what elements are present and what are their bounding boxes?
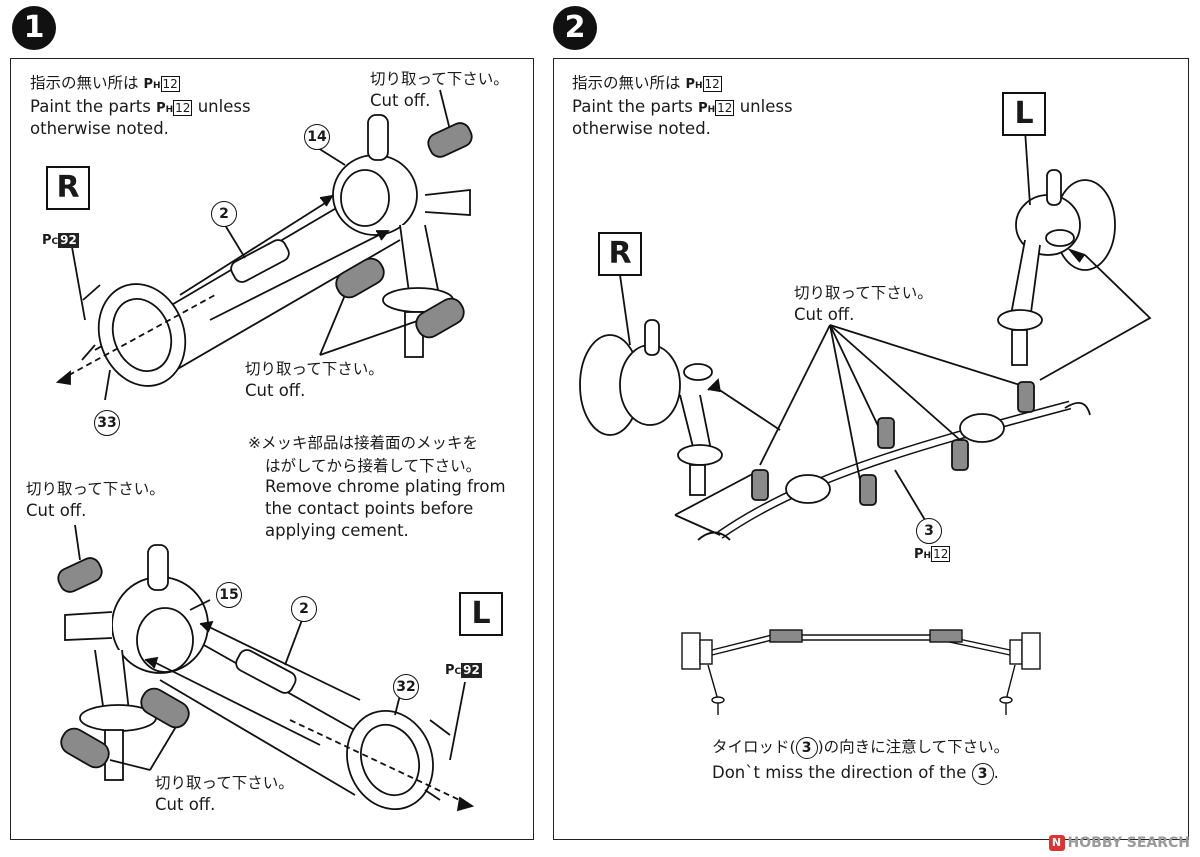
direction-note-jp: タイロッド(3)の向きに注意して下さい。	[712, 736, 1009, 759]
step-1-badge: 1	[12, 6, 56, 50]
step1-cut-top-en: Cut off.	[370, 91, 431, 110]
part-2-upper: 2	[211, 201, 237, 227]
chrome-note-en-1: Remove chrome plating from	[265, 477, 506, 496]
part-3-inline-en: 3	[971, 762, 994, 785]
step2-side-l: L	[1002, 92, 1046, 136]
chrome-note-en-2: the contact points before	[265, 499, 474, 518]
step-2-badge: 2	[553, 6, 597, 50]
step1-cut-left-jp: 切り取って下さい。	[26, 480, 165, 498]
step2-note-en-line3: otherwise noted.	[572, 119, 711, 138]
step2-cut-jp: 切り取って下さい。	[794, 284, 933, 302]
step1-l-assembly	[64, 524, 475, 812]
step1-cut-top-jp: 切り取って下さい。	[370, 70, 509, 88]
part-3-inline-jp: 3	[795, 736, 818, 759]
step1-cut-bottom-en: Cut off.	[155, 795, 216, 814]
part-32: 32	[393, 674, 419, 700]
step1-cut-mid-jp: 切り取って下さい。	[245, 360, 384, 378]
part-33: 33	[94, 410, 120, 436]
chrome-note-jp-1: ※メッキ部品は接着面のメッキを	[248, 434, 478, 452]
step-2-panel	[553, 58, 1189, 840]
watermark-logo: N	[1048, 835, 1065, 851]
chrome-note-en-3: applying cement.	[265, 521, 409, 540]
step1-cut-left-en: Cut off.	[26, 501, 87, 520]
step1-note-en-line3: otherwise noted.	[30, 119, 169, 138]
step-1-panel	[10, 58, 534, 840]
step2-assembly	[579, 129, 1152, 541]
step1-side-r: R	[46, 166, 90, 210]
part-3: 3	[916, 518, 942, 544]
direction-note-en: Don`t miss the direction of the 3.	[712, 762, 999, 785]
step1-cut-mid-en: Cut off.	[245, 381, 306, 400]
step2-cut-en: Cut off.	[794, 305, 855, 324]
part-15: 15	[216, 582, 242, 608]
part-2-lower: 2	[291, 596, 317, 622]
direction-diagram	[681, 629, 1041, 715]
step2-side-r: R	[598, 232, 642, 276]
step1-cut-bottom-jp: 切り取って下さい。	[155, 774, 294, 792]
part-14: 14	[304, 124, 330, 150]
chrome-note-jp-2: はがしてから接着して下さい。	[265, 457, 482, 475]
step1-side-l: L	[459, 592, 503, 636]
